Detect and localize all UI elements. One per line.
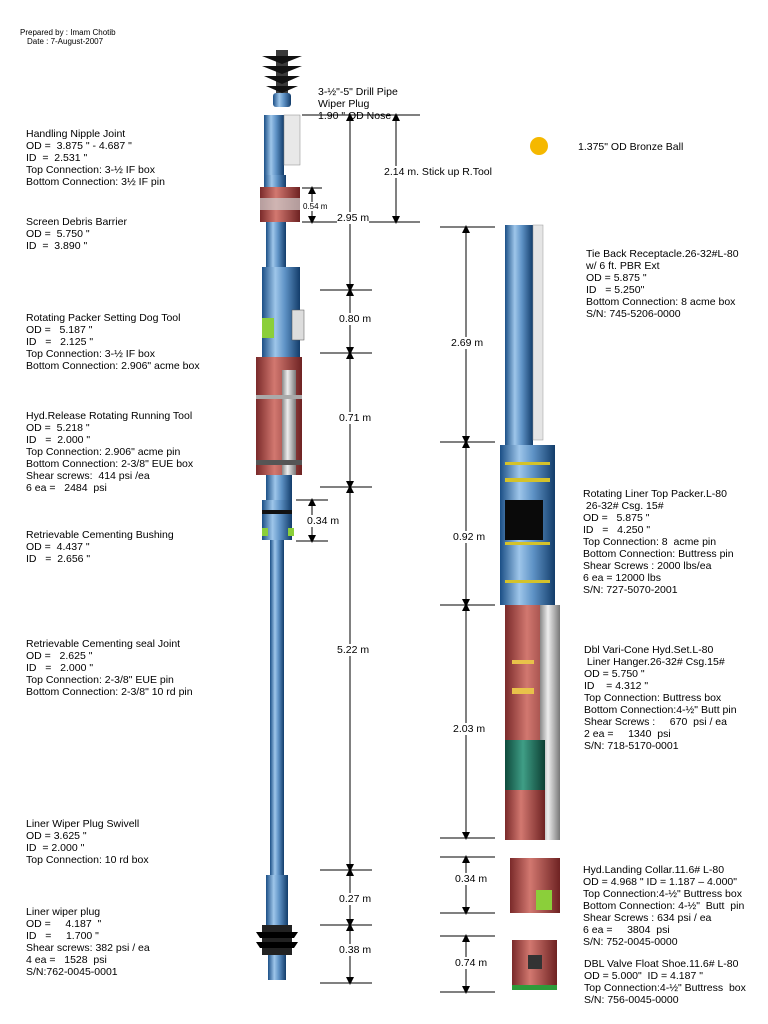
hyd-landing-collar: [510, 858, 560, 913]
ball-label: 1.375" OD Bronze Ball: [578, 141, 684, 153]
dim-2-95: 2.95 m: [337, 212, 370, 224]
dim-0-71: 0.71 m: [339, 412, 372, 424]
dim-0-34-left: 0.34 m: [307, 515, 340, 527]
dimension-lines: [296, 113, 495, 994]
left-tool-string: [256, 50, 305, 980]
dim-0-38: 0.38 m: [339, 944, 372, 956]
label-liner-top-packer: Rotating Liner Top Packer.L-80 26-32# Cs…: [583, 488, 734, 596]
label-liner-hanger: Dbl Vari-Cone Hyd.Set.L-80 Liner Hanger.…: [584, 644, 737, 752]
dim-0-27: 0.27 m: [339, 893, 372, 905]
drill-pipe-wiper-plug: [262, 50, 302, 107]
dim-0-80: 0.80 m: [339, 313, 372, 325]
dim-5-22: 5.22 m: [337, 644, 370, 656]
dim-0-74: 0.74 m: [455, 957, 488, 969]
cementing-seal-joint: [270, 540, 284, 875]
bronze-ball-icon: [530, 137, 548, 155]
tie-back-receptacle: [505, 225, 533, 445]
dim-2-03: 2.03 m: [453, 723, 486, 735]
wiper-plug-swivel: [266, 875, 288, 925]
dim-0-92: 0.92 m: [453, 531, 486, 543]
dim-stick-up: 2.14 m. Stick up R.Tool: [384, 166, 492, 178]
dim-2-69: 2.69 m: [451, 337, 484, 349]
liner-wiper-plug: [262, 925, 292, 955]
dim-0-34-right: 0.34 m: [455, 873, 488, 885]
prepared-by: Prepared by : Imam Chotib: [20, 28, 116, 37]
dim-0-54: 0.54 m: [303, 202, 328, 211]
handling-nipple-joint: [264, 115, 284, 175]
right-tool-string: [500, 224, 560, 990]
prepared-date: Date : 7-August-2007: [27, 37, 104, 46]
